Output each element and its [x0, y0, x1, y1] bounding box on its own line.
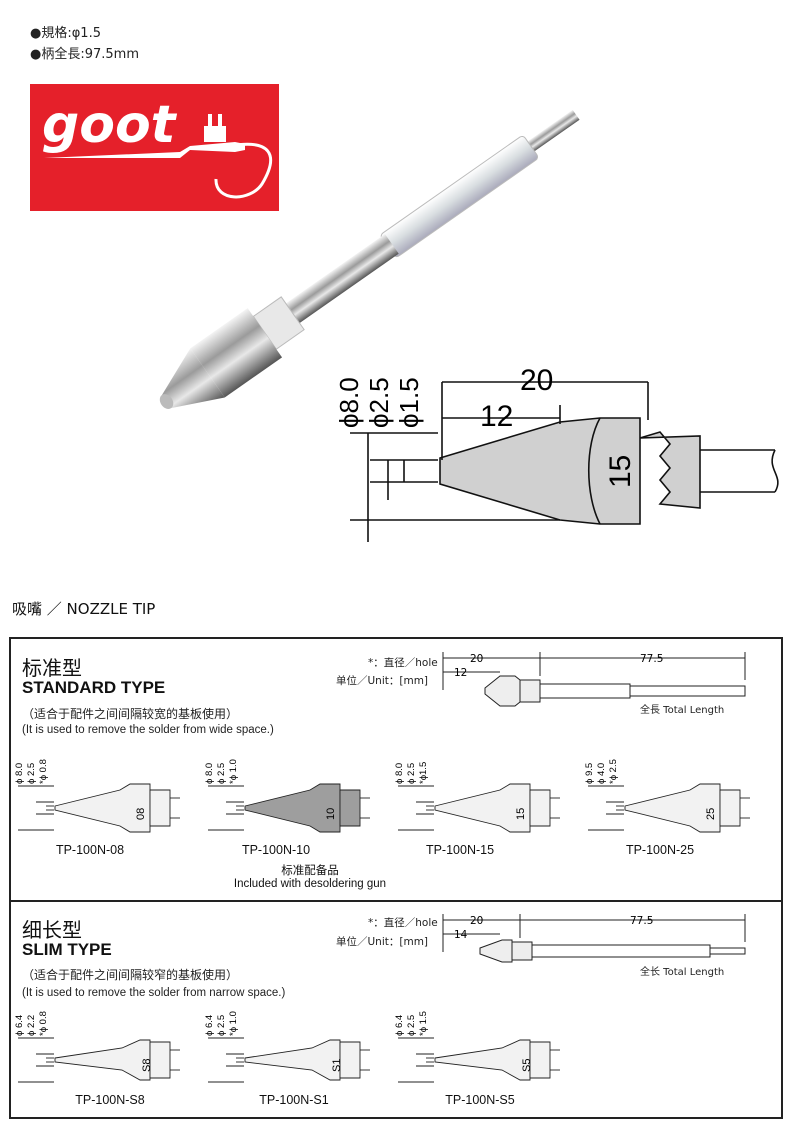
slim-dim-775: 77.5: [630, 915, 653, 927]
standard-tip-d1-2: ϕ 8.0: [394, 763, 405, 784]
slim-dim-20: 20: [470, 915, 483, 927]
slim-tip-d3-0: *ϕ 0.8: [38, 1011, 49, 1036]
standard-tip-d1-0: ϕ 8.0: [14, 763, 25, 784]
standard-tip-num-0: 08: [135, 808, 147, 820]
standard-tip-d3-0: *ϕ 0.8: [38, 759, 49, 784]
slim-tip-d3-1: *ϕ 1.0: [228, 1011, 239, 1036]
standard-title-en: STANDARD TYPE: [22, 678, 166, 697]
slim-tip-d1-0: ϕ 6.4: [14, 1015, 25, 1036]
spec-length: ●柄全長:97.5mm: [30, 47, 139, 62]
slim-tip-num-2: S5: [521, 1059, 533, 1072]
standard-length-drawing: 20 12 77.5: [442, 652, 746, 707]
spec-size: ●規格:φ1.5: [30, 26, 101, 41]
dim-d2: ϕ2.5: [364, 377, 394, 428]
standard-tip-d2-2: ϕ 2.5: [406, 763, 417, 784]
slim-tip-name-2: TP-100N-S5: [445, 1093, 515, 1107]
std-dim-12: 12: [454, 667, 467, 679]
slim-length-drawing: 20 14 77.5: [442, 914, 746, 963]
dim-hex: 15: [604, 455, 637, 488]
slim-tip-d2-2: ϕ 2.5: [406, 1015, 417, 1036]
standard-tip-name-1: TP-100N-10: [241, 843, 311, 857]
slim-legend-hole: *：直径／hole: [368, 917, 438, 929]
standard-legend-unit: 单位／Unit：[mm]: [336, 675, 429, 687]
section-title: 吸嘴 ／ NOZZLE TIP: [12, 600, 156, 618]
dimension-drawing: 20 12 15 ϕ8.0 ϕ2.5 ϕ1.5: [334, 364, 779, 542]
included-en: Included with desoldering gun: [233, 878, 387, 890]
slim-legend-unit: 单位／Unit：[mm]: [336, 936, 429, 948]
standard-tip-num-2: 15: [515, 808, 527, 820]
standard-legend-hole: *：直径／hole: [368, 657, 438, 669]
standard-title-cn: 标准型: [22, 656, 82, 680]
standard-tip-d2-3: ϕ 4.0: [596, 763, 607, 784]
included-cn: 标准配备品: [281, 865, 339, 877]
standard-tip-d1-1: ϕ 8.0: [204, 763, 215, 784]
std-dim-775: 77.5: [640, 653, 663, 665]
panel-divider: [9, 900, 783, 902]
slim-tip-d2-0: ϕ 2.2: [26, 1015, 37, 1036]
standard-tip-d2-0: ϕ 2.5: [26, 763, 37, 784]
standard-note-cn: （适合于配件之间间隔较宽的基板使用）: [22, 707, 239, 721]
standard-tip-d3-1: *ϕ 1.0: [228, 759, 239, 784]
slim-title-en: SLIM TYPE: [22, 940, 112, 959]
dim-part: 12: [480, 400, 513, 433]
slim-tip-d1-1: ϕ 6.4: [204, 1015, 215, 1036]
spec-panel: [9, 637, 783, 1119]
standard-tip-name-0: TP-100N-08: [55, 843, 125, 857]
slim-tip-name-1: TP-100N-S1: [259, 1093, 329, 1107]
slim-title-cn: 细长型: [22, 918, 82, 942]
standard-total-length: 全長 Total Length: [640, 705, 725, 716]
slim-tip-d3-2: *ϕ 1.5: [418, 1011, 429, 1036]
standard-note-en: (It is used to remove the solder from wi…: [22, 724, 274, 736]
standard-tip-d3-3: *ϕ 2.5: [608, 759, 619, 784]
standard-tip-d3-2: *ϕ1.5: [418, 762, 429, 784]
slim-tip-d1-2: ϕ 6.4: [394, 1015, 405, 1036]
standard-tip-num-1: 10: [325, 808, 337, 820]
dim-d1: ϕ8.0: [334, 377, 364, 428]
std-dim-20: 20: [470, 653, 483, 665]
standard-tip-name-3: TP-100N-25: [625, 843, 695, 857]
dim-d3: ϕ1.5: [394, 377, 424, 428]
goot-logo: goot: [30, 84, 279, 211]
slim-tip-num-1: S1: [331, 1059, 343, 1072]
standard-tip-num-3: 25: [705, 808, 717, 820]
dim-total: 20: [520, 364, 553, 397]
slim-tip-name-0: TP-100N-S8: [75, 1093, 145, 1107]
slim-note-cn: （适合于配件之间间隔较窄的基板使用）: [22, 968, 239, 982]
nozzle-photo: [159, 109, 580, 409]
standard-tip-d2-1: ϕ 2.5: [216, 763, 227, 784]
slim-total-length: 全长 Total Length: [640, 967, 725, 978]
slim-note-en: (It is used to remove the solder from na…: [22, 987, 286, 999]
slim-tip-num-0: S8: [141, 1059, 153, 1072]
logo-text: goot: [42, 95, 178, 155]
standard-tip-name-2: TP-100N-15: [425, 843, 495, 857]
slim-dim-14: 14: [454, 929, 468, 941]
slim-tip-d2-1: ϕ 2.5: [216, 1015, 227, 1036]
standard-tip-d1-3: ϕ 9.5: [584, 763, 595, 784]
